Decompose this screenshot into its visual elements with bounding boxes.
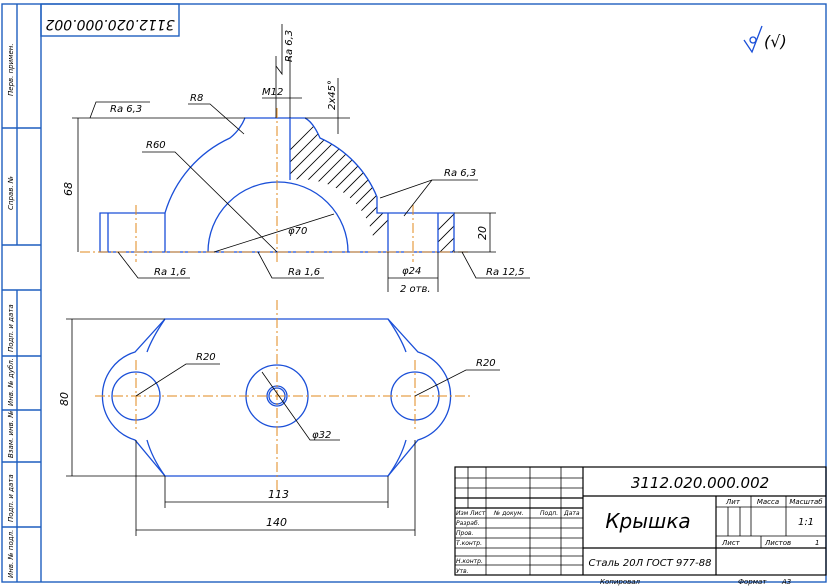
tb-sheet-label: Лист bbox=[721, 539, 741, 547]
ra-top: Ra 6,3 bbox=[284, 30, 295, 62]
phi32-label: φ32 bbox=[312, 430, 331, 441]
phi70-label: φ70 bbox=[288, 226, 307, 237]
tb-scale-value: 1:1 bbox=[798, 517, 814, 528]
tb-row-5: Н.контр. bbox=[456, 558, 483, 565]
tb-designation: 3112.020.000.002 bbox=[631, 474, 769, 492]
stamp-box bbox=[40, 3, 180, 37]
tb-row-6: Утв. bbox=[456, 568, 469, 575]
top-view bbox=[95, 300, 470, 490]
ra125-label: Ra 12,5 bbox=[486, 267, 525, 278]
strip-label-3: Подп. и дата bbox=[7, 304, 15, 352]
strip-label-4: Инв. № дубл. bbox=[7, 358, 15, 406]
tb-header-sign: Подп. bbox=[540, 510, 558, 517]
dim-113: 113 bbox=[268, 488, 289, 501]
tb-header-izm: Изм bbox=[456, 510, 469, 517]
tb-material: Сталь 20Л ГОСТ 977-88 bbox=[589, 558, 712, 569]
section-hatching bbox=[290, 119, 388, 252]
svg-text:(√): (√) bbox=[764, 32, 787, 51]
tb-format: Формат bbox=[738, 578, 767, 586]
top-dimensions: 80 R20 R20 φ32 113 140 bbox=[58, 318, 500, 536]
r8-label: R8 bbox=[190, 93, 203, 104]
dim-140: 140 bbox=[266, 516, 287, 529]
stamp-text: 3112.020.000.002 bbox=[45, 16, 174, 32]
m12-label: M12 bbox=[262, 87, 283, 98]
tb-sheets-value: 1 bbox=[815, 539, 819, 547]
two-holes-label: 2 отв. bbox=[400, 284, 431, 295]
phi24-label: φ24 bbox=[402, 266, 421, 277]
dim-20: 20 bbox=[476, 226, 489, 240]
sheet-border bbox=[1, 3, 827, 583]
tb-part-name: Крышка bbox=[605, 509, 690, 533]
tb-sheets-label: Листов bbox=[764, 539, 791, 547]
tb-col-mass: Масса bbox=[757, 498, 779, 506]
strip-label-6: Подп. и дата bbox=[7, 474, 15, 522]
strip-label-1: Перв. примен. bbox=[7, 43, 15, 96]
roughness-general-mark: (√) bbox=[743, 25, 787, 54]
ra-left: Ra 6,3 bbox=[110, 104, 142, 115]
tb-row-1: Разраб. bbox=[456, 520, 480, 527]
front-dimensions: 68 Ra 6,3 R8 R60 M12 Ra 6,3 2х45° φ70 Ra… bbox=[62, 24, 530, 295]
r20-right: R20 bbox=[476, 358, 496, 369]
front-view bbox=[80, 108, 470, 262]
strip-label-2: Справ. № bbox=[7, 176, 15, 210]
chamfer-label: 2х45° bbox=[327, 80, 338, 110]
dim-80: 80 bbox=[58, 392, 71, 406]
tb-row-3: Т.контр. bbox=[456, 540, 482, 547]
tb-row-2: Пров. bbox=[456, 530, 474, 537]
side-strip: Перв. примен. Справ. № Подп. и дата Инв.… bbox=[2, 4, 41, 582]
r20-left: R20 bbox=[196, 352, 216, 363]
strip-label-5: Взам. инв. № bbox=[7, 410, 15, 458]
tb-header-doc: № докум. bbox=[493, 510, 524, 517]
r60-label: R60 bbox=[146, 140, 166, 151]
tb-format-value: А3 bbox=[781, 578, 791, 586]
strip-label-7: Инв. № подл. bbox=[7, 530, 15, 578]
ra16-b: Ra 1,6 bbox=[288, 267, 320, 278]
tb-header-list: Лист bbox=[469, 510, 486, 517]
title-block: 3112.020.000.002 Крышка Сталь 20Л ГОСТ 9… bbox=[454, 466, 827, 586]
tb-col-lit: Лит bbox=[725, 498, 741, 506]
tb-copied: Копировал bbox=[600, 578, 641, 586]
ra16-a: Ra 1,6 bbox=[154, 267, 186, 278]
tb-header-date: Дата bbox=[563, 510, 580, 517]
tb-col-scale: Масштаб bbox=[789, 498, 823, 506]
dim-68: 68 bbox=[62, 182, 75, 196]
ra-right: Ra 6,3 bbox=[444, 168, 476, 179]
